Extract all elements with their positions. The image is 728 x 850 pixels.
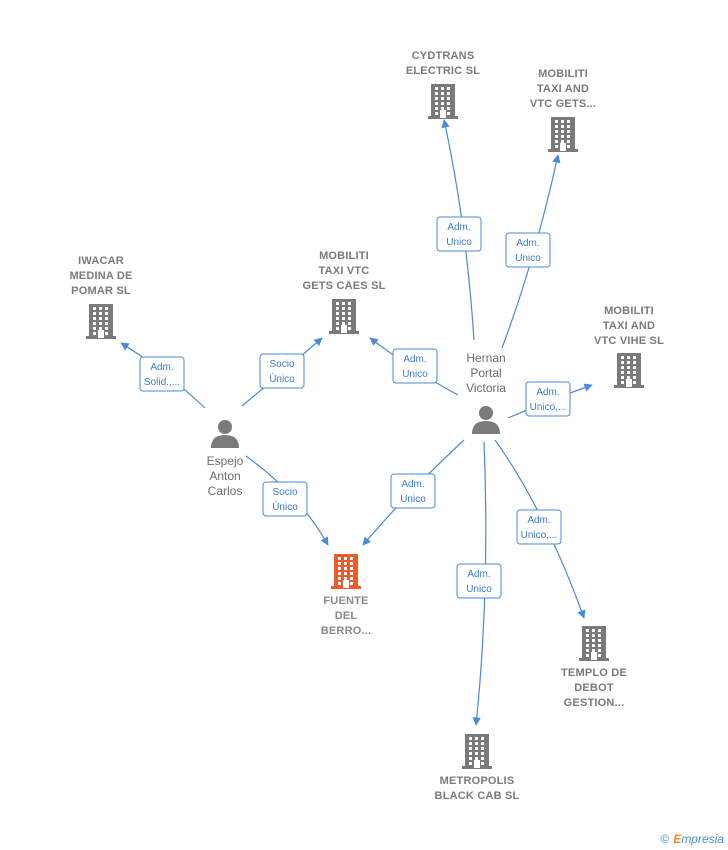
edge-role-text: Único: [269, 372, 295, 385]
edge-role-box: [259, 353, 305, 389]
edge-role-box: [436, 216, 482, 252]
person-name-label: Espejo: [207, 454, 244, 468]
company-node-metropolis[interactable]: METROPOLIS BLACK CAB SL: [435, 734, 520, 802]
edge-role-text: Adm.: [467, 569, 490, 580]
edge-role-text: Único: [272, 500, 298, 513]
edge-role-label[interactable]: Adm. Unico: [456, 563, 502, 599]
edge-role-text: Adm.: [516, 238, 539, 249]
person-name-label: Portal: [470, 366, 501, 380]
edge-role-label[interactable]: Adm. Unico,...: [516, 509, 562, 545]
company-name-label: BERRO...: [321, 625, 372, 637]
edge-role-box: [139, 356, 185, 392]
building-icon: [548, 117, 578, 152]
copyright-icon: ©: [660, 832, 670, 846]
edge-role-text: Unico: [402, 369, 428, 380]
edge-role-text: Unico,...: [530, 402, 567, 413]
edge-role-text: Adm.: [150, 362, 173, 373]
company-name-label: TEMPLO DE: [561, 667, 627, 679]
edge-role-text: Adm.: [403, 354, 426, 365]
company-name-label: MOBILITI: [319, 250, 369, 262]
company-node-templo[interactable]: TEMPLO DE DEBOT GESTION...: [561, 626, 627, 709]
edge-role-box: [505, 232, 551, 268]
company-name-label: DEL: [335, 610, 358, 622]
building-icon: [86, 304, 116, 339]
edge-role-text: Unico: [466, 584, 492, 595]
building-icon: [579, 626, 609, 661]
person-name-label: Carlos: [208, 484, 243, 498]
company-name-label: METROPOLIS: [440, 775, 515, 787]
building-icon: [329, 299, 359, 334]
edge-role-box: [262, 481, 308, 517]
company-name-label: VTC GETS...: [530, 98, 596, 110]
company-node-mob-vihe[interactable]: MOBILITI TAXI AND VTC VIHE SL: [594, 305, 664, 388]
edge-role-label[interactable]: Adm. Solid.,...: [139, 356, 185, 392]
edge-role-text: Socio: [272, 487, 297, 498]
company-node-cydtrans[interactable]: CYDTRANS ELECTRIC SL: [406, 50, 480, 119]
edge-role-box: [456, 563, 502, 599]
person-name-label: Anton: [209, 469, 240, 483]
edge-role-text: Adm.: [527, 515, 550, 526]
building-icon: [614, 353, 644, 388]
company-node-fuente[interactable]: FUENTE DEL BERRO...: [321, 554, 372, 637]
company-name-label: CYDTRANS: [412, 50, 475, 62]
edge-role-text: Adm.: [447, 222, 470, 233]
edge-role-label[interactable]: Adm. Unico: [436, 216, 482, 252]
person-icon: [211, 420, 239, 448]
brand-footer: ©Empresia: [660, 832, 724, 846]
edge-role-text: Unico: [446, 237, 472, 248]
company-name-label: TAXI VTC: [319, 265, 370, 277]
person-icon: [472, 406, 500, 434]
edge-role-text: Solid.,...: [144, 377, 180, 388]
edge-role-box: [390, 473, 436, 509]
company-node-iwacar[interactable]: IWACAR MEDINA DE POMAR SL: [69, 255, 132, 339]
edge-role-text: Unico: [400, 494, 426, 505]
company-name-label: VTC VIHE SL: [594, 335, 664, 347]
company-name-label: GETS CAES SL: [302, 280, 385, 292]
person-name-label: Hernan: [466, 351, 505, 365]
company-name-label: MOBILITI: [538, 68, 588, 80]
edge-role-text: Socio: [269, 359, 294, 370]
edge-role-text: Unico,...: [521, 530, 558, 541]
company-name-label: DEBOT: [574, 682, 614, 694]
edge-role-box: [516, 509, 562, 545]
company-name-label: ELECTRIC SL: [406, 65, 480, 77]
company-name-label: BLACK CAB SL: [435, 790, 520, 802]
company-name-label: IWACAR: [78, 255, 124, 267]
person-name-label: Victoria: [466, 381, 506, 395]
edge-role-box: [392, 348, 438, 384]
company-name-label: TAXI AND: [603, 320, 655, 332]
edge-role-text: Adm.: [536, 387, 559, 398]
company-node-mob-gets-caes[interactable]: MOBILITI TAXI VTC GETS CAES SL: [302, 250, 385, 334]
company-name-label: MEDINA DE: [69, 270, 132, 282]
company-node-mob-gets-top[interactable]: MOBILITI TAXI AND VTC GETS...: [530, 68, 596, 152]
company-name-label: GESTION...: [564, 697, 625, 709]
company-name-label: MOBILITI: [604, 305, 654, 317]
edge-role-label[interactable]: Adm. Unico,...: [525, 381, 571, 417]
company-name-label: TAXI AND: [537, 83, 589, 95]
brand-logo-text: mpresia: [681, 832, 724, 846]
brand-logo-initial: E: [673, 832, 682, 846]
company-name-label: FUENTE: [323, 595, 368, 607]
building-icon: [331, 554, 361, 589]
edge-role-text: Adm.: [401, 479, 424, 490]
edge-role-text: Unico: [515, 253, 541, 264]
company-name-label: POMAR SL: [71, 285, 131, 297]
edge-role-box: [525, 381, 571, 417]
building-icon: [428, 84, 458, 119]
building-icon: [462, 734, 492, 769]
edge-role-label[interactable]: Adm. Unico: [505, 232, 551, 268]
edge-role-label[interactable]: Adm. Unico: [390, 473, 436, 509]
edge-role-label[interactable]: Adm. Unico: [392, 348, 438, 384]
